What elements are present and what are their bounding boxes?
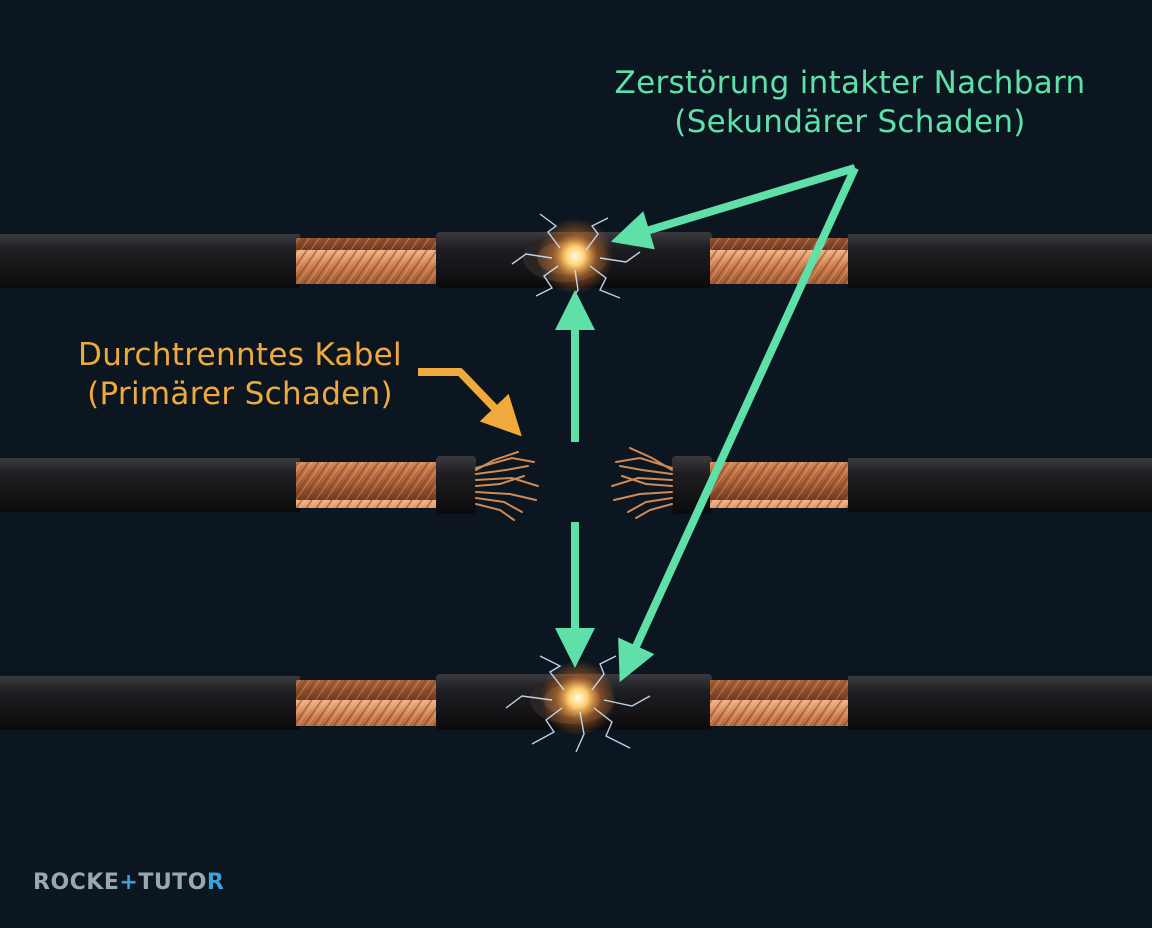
arrows — [418, 164, 859, 683]
cable-middle — [0, 447, 1152, 521]
brand-logo: ROCKE+TUTOR — [33, 870, 224, 895]
secondary-damage-label: Zerstörung intakter Nachbarn (Sekundärer… — [580, 64, 1120, 142]
primary-damage-label-line2: (Primärer Schaden) — [87, 375, 393, 412]
frayed-wires-right — [611, 447, 673, 519]
cable-middle-jacket-stub-left — [436, 456, 476, 514]
brand-logo-plus: + — [119, 870, 139, 895]
spark-top — [511, 213, 641, 303]
arrow-from-label-to-top-cable — [610, 164, 857, 250]
primary-damage-label-line1: Durchtrenntes Kabel — [78, 337, 402, 373]
secondary-damage-label-line2: (Sekundärer Schaden) — [674, 103, 1026, 140]
cable-bottom-jacket-right — [848, 676, 1152, 730]
cable-middle-jacket-left — [0, 458, 300, 512]
cable-top-jacket-left — [0, 234, 300, 288]
cable-middle-jacket-right — [848, 458, 1152, 512]
secondary-damage-label-line1: Zerstörung intakter Nachbarn — [614, 65, 1086, 101]
cable-bottom-jacket-left — [0, 676, 300, 730]
brand-logo-part2: TUTO — [138, 870, 207, 895]
arrow-from-label-to-bottom-cable — [618, 166, 859, 683]
primary-damage-label: Durchtrenntes Kabel (Primärer Schaden) — [40, 336, 440, 414]
cable-bottom — [0, 674, 1152, 730]
spark-bottom — [505, 655, 651, 753]
arrow-from-primary-label — [418, 368, 522, 437]
cable-bottom-copper-right — [710, 680, 852, 726]
frayed-wires-left — [475, 451, 539, 521]
brand-logo-part3: R — [206, 870, 225, 895]
cable-middle-copper-right — [710, 462, 852, 508]
cable-top-copper-right — [710, 238, 852, 284]
cable-middle-copper-left — [296, 462, 438, 508]
cable-top-copper-left — [296, 238, 438, 284]
cable-bottom-copper-left — [296, 680, 438, 726]
brand-logo-part1: ROCKE — [33, 870, 120, 895]
cable-top-jacket-right — [848, 234, 1152, 288]
